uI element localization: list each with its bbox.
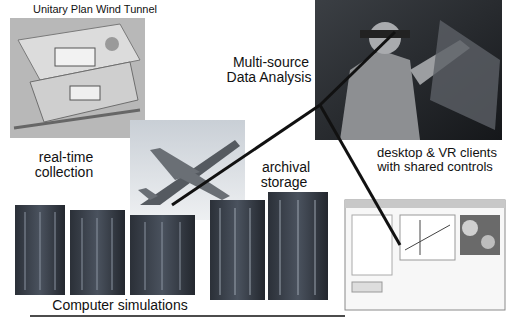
base-rule	[30, 315, 345, 317]
data-flow-lines	[172, 32, 400, 245]
caption-label: Multi-source Data Analysis	[218, 55, 322, 86]
compute-racks	[15, 205, 195, 295]
caption-text: desktop & VR clients with shared control…	[375, 145, 497, 174]
caption-text: Unitary Plan Wind Tunnel	[31, 3, 159, 15]
vr-client-photo	[315, 0, 502, 140]
caption-text: archival storage	[260, 159, 310, 190]
caption-label: Computer simulations	[30, 298, 210, 313]
caption-label: archival storage	[250, 160, 320, 191]
caption-label: Unitary Plan Wind Tunnel	[20, 3, 170, 15]
caption-text: Multi-source Data Analysis	[227, 54, 314, 85]
caption-label: desktop & VR clients with shared control…	[364, 146, 508, 175]
wind-tunnel-photo	[10, 18, 145, 138]
desktop-screenshot	[345, 200, 505, 310]
caption-label: real-time collection	[20, 150, 110, 181]
caption-text: Computer simulations	[50, 297, 189, 313]
caption-text: real-time collection	[35, 149, 95, 180]
storage-machine	[210, 192, 328, 300]
